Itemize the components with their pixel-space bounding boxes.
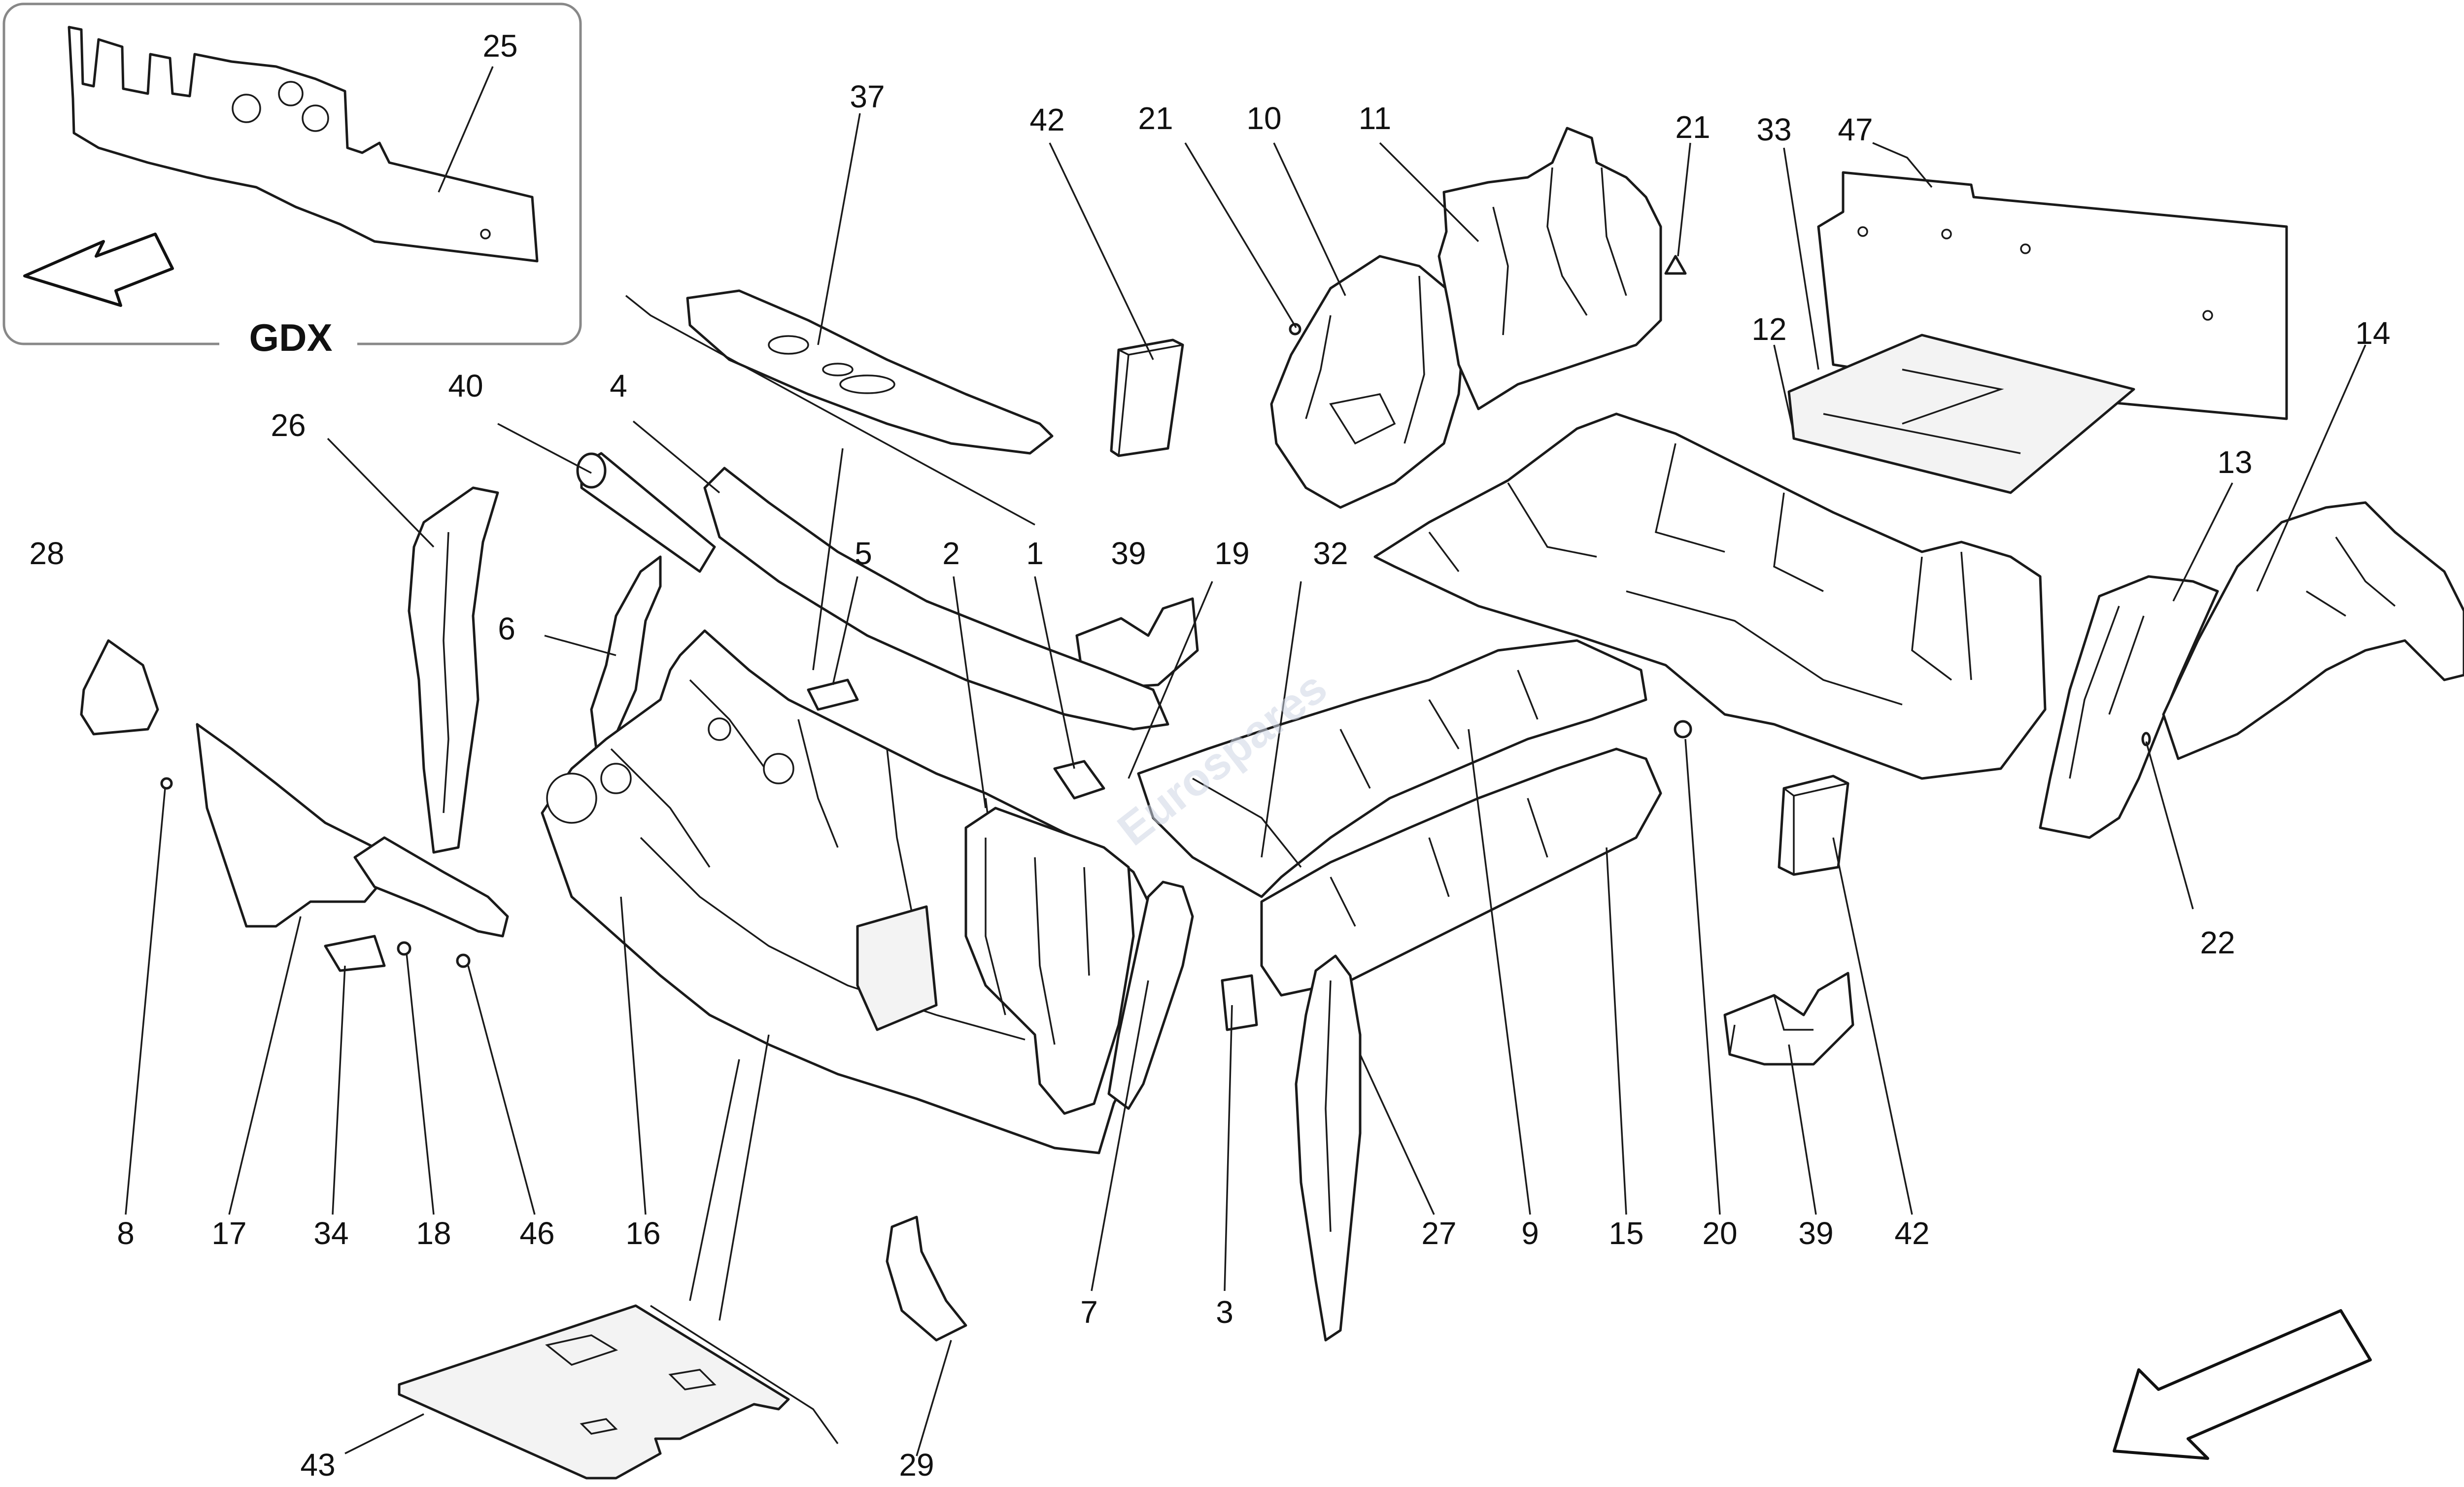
callout-6: 6 — [498, 611, 515, 646]
callout-5: 5 — [855, 536, 872, 571]
part-26-side-insulation[interactable] — [408, 486, 499, 854]
callout-3: 3 — [1216, 1294, 1233, 1330]
fasteners — [160, 255, 2151, 968]
callout-42: 42 — [1894, 1216, 1929, 1251]
callout-39: 39 — [1798, 1216, 1833, 1251]
callout-22: 22 — [2200, 925, 2235, 960]
part-1-small-pad[interactable] — [1053, 760, 1105, 800]
part-46-clip — [456, 953, 471, 968]
part-14-rear-wheelhouse-insulation[interactable] — [2162, 501, 2464, 760]
part-20-grommet — [1674, 720, 1692, 739]
part-42-foam-block-upper[interactable] — [1110, 338, 1184, 457]
part-10-wheelarch-cover[interactable] — [1270, 255, 1468, 509]
part-8-clip — [160, 777, 173, 790]
part-22-clip — [2141, 732, 2151, 746]
inset-title: GDX — [249, 316, 332, 359]
part-29-small-pad[interactable] — [886, 1216, 967, 1342]
callout-19: 19 — [1214, 536, 1249, 571]
callout-25: 25 — [482, 28, 517, 64]
part-12-floor-tunnel[interactable] — [1373, 412, 2047, 780]
part-2-firewall-panel[interactable] — [541, 629, 1164, 1154]
gdx-inset[interactable] — [2, 2, 582, 362]
callout-7: 7 — [1080, 1294, 1098, 1330]
callout-40: 40 — [448, 368, 483, 404]
part-13-rear-side-trim[interactable] — [2039, 575, 2219, 839]
part-43-front-floor-mat[interactable] — [398, 1304, 790, 1480]
part-5-small-pad[interactable] — [807, 678, 859, 711]
callout-37: 37 — [850, 79, 885, 114]
callout-11: 11 — [1359, 101, 1391, 136]
part-21-clip-left — [1289, 323, 1301, 336]
callout-8: 8 — [117, 1216, 135, 1251]
callout-1: 1 — [1026, 536, 1044, 571]
part-39-u-foam-lower[interactable] — [1723, 972, 1854, 1066]
callout-21: 21 — [1138, 101, 1173, 136]
callout-34: 34 — [313, 1216, 348, 1251]
callout-15: 15 — [1608, 1216, 1643, 1251]
part-27-pillar-insulation[interactable] — [1295, 954, 1362, 1342]
direction-arrow — [2113, 1309, 2372, 1460]
part-11-rear-panel[interactable] — [1437, 127, 1662, 410]
callout-13: 13 — [2217, 444, 2252, 480]
callout-43: 43 — [300, 1447, 335, 1483]
part-7-pillar-insulation[interactable] — [1107, 880, 1194, 1110]
part-21-clip-right — [1664, 255, 1687, 275]
gdx-direction-arrow — [23, 233, 174, 307]
callout-33: 33 — [1756, 112, 1791, 147]
part-3-strip[interactable] — [1221, 974, 1258, 1031]
callout-21: 21 — [1675, 109, 1710, 145]
callout-47: 47 — [1838, 112, 1873, 147]
callout-26: 26 — [271, 407, 306, 443]
part-28-mount-block[interactable] — [80, 639, 159, 736]
callout-20: 20 — [1702, 1216, 1737, 1251]
callout-29: 29 — [899, 1447, 934, 1483]
callout-labels: GDX 25 37 42 21 10 11 21 33 47 12 14 26 … — [29, 28, 2390, 1483]
leader-lines — [125, 113, 2366, 1456]
callout-27: 27 — [1421, 1216, 1456, 1251]
callout-18: 18 — [416, 1216, 451, 1251]
callout-10: 10 — [1246, 101, 1281, 136]
part-18-clip — [397, 941, 411, 956]
part-42-foam-block-lower[interactable] — [1778, 775, 1849, 876]
part-2-right-side-frame[interactable] — [964, 807, 1135, 1115]
part-17-lower-side-insulation[interactable] — [196, 723, 396, 928]
callout-2: 2 — [942, 536, 960, 571]
part-16-flange-strip[interactable] — [353, 836, 509, 938]
callout-32: 32 — [1313, 536, 1348, 571]
callout-28: 28 — [29, 536, 64, 571]
callout-9: 9 — [1521, 1216, 1539, 1251]
callout-46: 46 — [519, 1216, 554, 1251]
part-37-upper-insulation[interactable] — [686, 289, 1054, 455]
callout-17: 17 — [211, 1216, 246, 1251]
callout-42: 42 — [1029, 102, 1064, 137]
part-34-small-pad[interactable] — [324, 935, 386, 972]
callout-12: 12 — [1751, 311, 1786, 347]
callout-16: 16 — [625, 1216, 660, 1251]
part-25-insulation-panel[interactable] — [68, 26, 539, 263]
firewall-opening — [856, 905, 938, 1031]
callout-4: 4 — [610, 368, 627, 404]
callout-39: 39 — [1111, 536, 1146, 571]
callout-14: 14 — [2355, 315, 2390, 351]
